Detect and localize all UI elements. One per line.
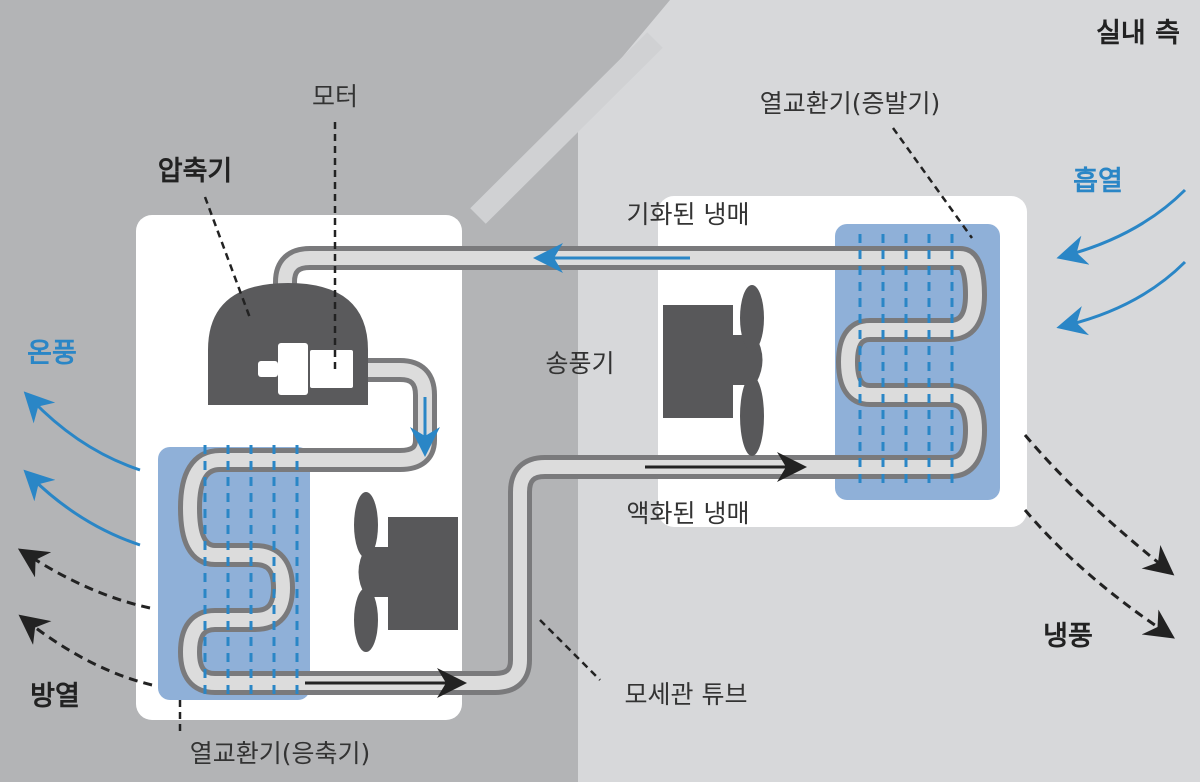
cool-air-label: 냉풍: [1043, 621, 1093, 652]
heat-release-arrows: [17, 548, 153, 687]
coil-fins: [203, 234, 954, 700]
condenser-label: 열교환기(응축기): [190, 739, 371, 768]
evaporator-coil: [835, 224, 1000, 500]
refrigerant-pipe: [177, 246, 988, 695]
motor-body: [310, 350, 353, 388]
motor-rotor: [278, 343, 308, 395]
absorb-heat-label: 흡열: [1073, 166, 1123, 197]
cool-air-arrows: [1023, 434, 1175, 639]
warm-air-arrows: [23, 391, 141, 547]
heat-absorb-arrows: [1056, 188, 1187, 336]
warm-air-label: 온풍: [27, 338, 77, 369]
blower-label: 송풍기: [545, 349, 614, 378]
outdoor-fan: [354, 492, 458, 652]
evaporator-label: 열교환기(증발기): [760, 89, 941, 118]
roof-stripe: [470, 32, 663, 224]
indoor-fan: [663, 285, 764, 456]
capillary-tube-label: 모세관 튜브: [625, 680, 748, 709]
motor-label: 모터: [312, 82, 358, 111]
heat-release-label: 방열: [30, 681, 80, 712]
compressor: [208, 283, 368, 405]
liquefied-refrigerant-label: 액화된 냉매: [627, 499, 750, 528]
compressor-label: 압축기: [158, 156, 233, 187]
vaporized-refrigerant-label: 기화된 냉매: [627, 200, 750, 229]
indoor-side-label: 실내 측: [1096, 18, 1180, 49]
motor-shaft: [258, 361, 278, 377]
leader-lines: [178, 122, 974, 735]
